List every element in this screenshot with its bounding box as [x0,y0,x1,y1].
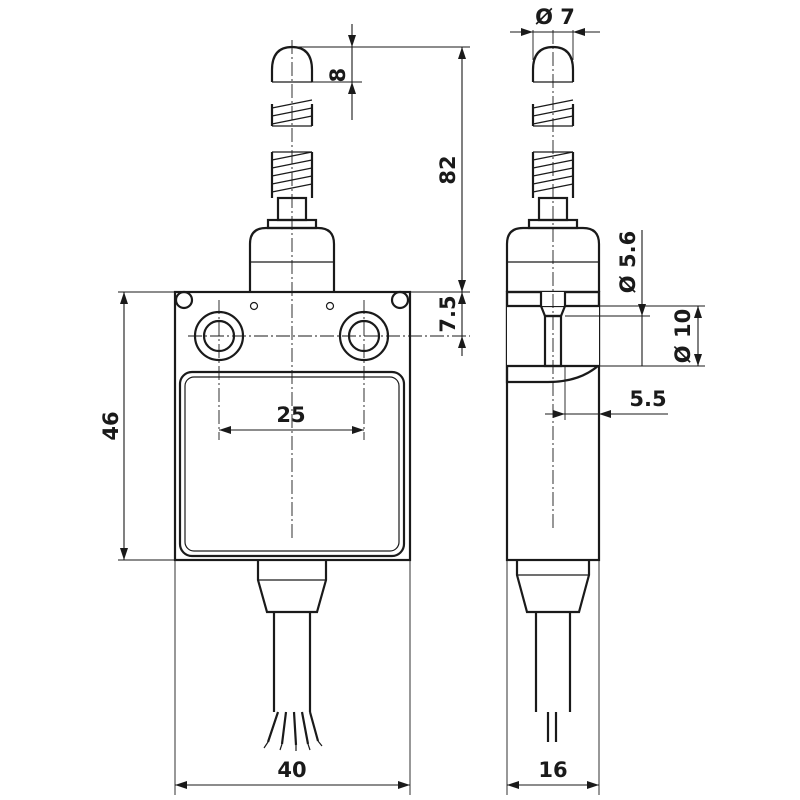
side-spring-upper [531,99,575,127]
screw-left [249,301,259,311]
switch-body [173,290,412,562]
dim-body-width: 40 [277,758,306,782]
corner-hole-left [174,290,194,310]
screw-right [325,301,335,311]
side-cable [534,612,572,712]
front-view [173,40,470,751]
side-view [505,30,601,742]
dim-mount-hole-offset: 7.5 [436,295,460,332]
dim-counterbore-offset: 5.5 [629,387,666,411]
dim-hole-diameter: Ø 5.6 [616,231,640,293]
dimension-lines [118,24,705,795]
dim-body-height: 46 [99,411,123,440]
dimension-labels: 8 82 7.5 46 25 40 16 Ø 7 Ø 5.6 Ø 10 5.5 [99,5,695,782]
dim-plunger-diameter: Ø 7 [535,5,575,29]
cable-gland [256,560,328,614]
dim-overall-height: 82 [436,155,460,184]
cable [272,612,312,712]
dim-plunger-tip: 8 [326,68,350,83]
dim-side-depth: 16 [538,758,567,782]
dim-counterbore-diameter: Ø 10 [671,309,695,363]
wires [263,711,323,751]
dim-hole-spacing: 25 [276,403,305,427]
side-cable-gland [515,560,591,614]
side-wires [546,712,558,742]
corner-hole-right [390,290,410,310]
